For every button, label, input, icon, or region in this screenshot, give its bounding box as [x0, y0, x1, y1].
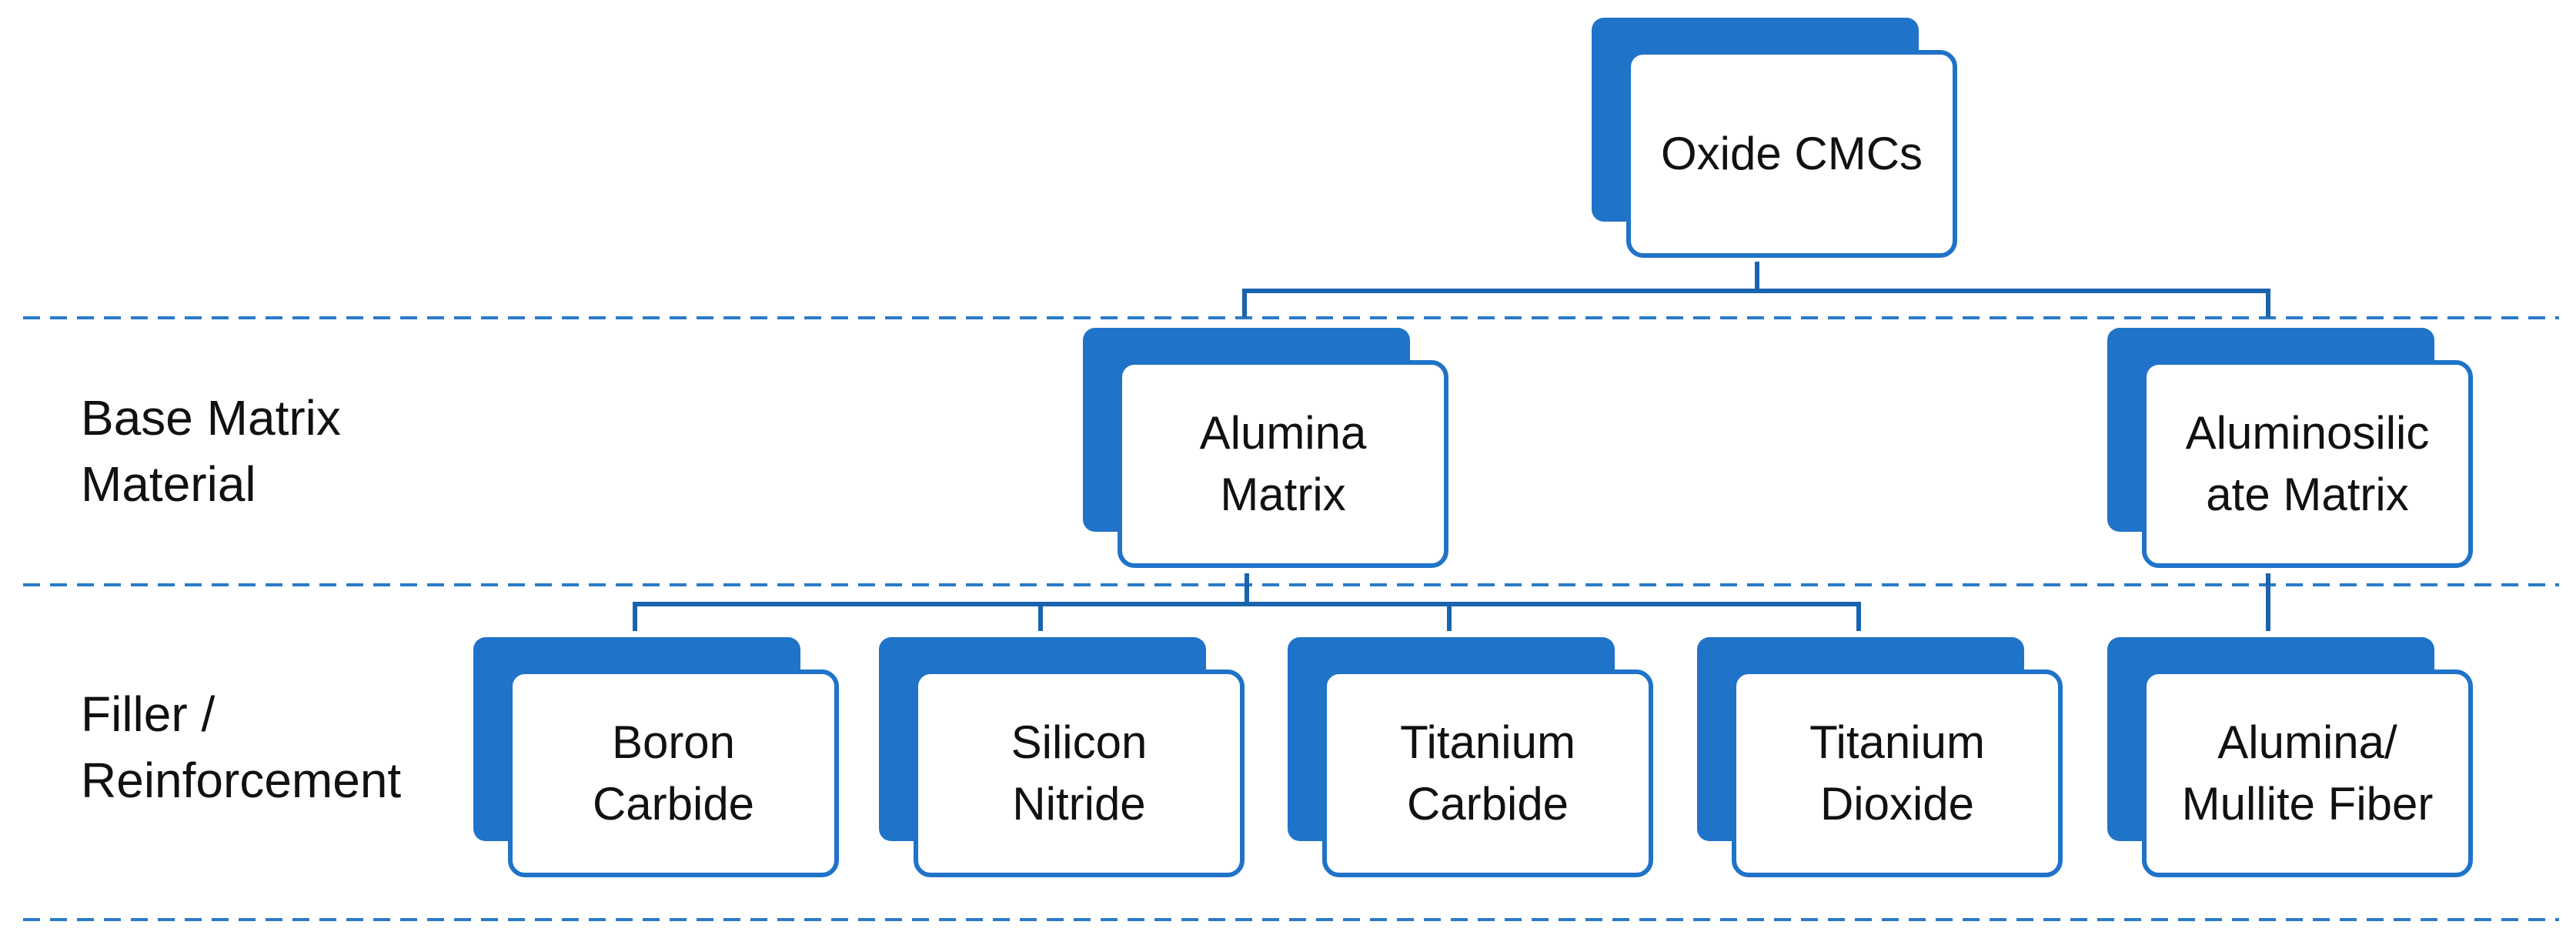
node-label: Oxide CMCs — [1626, 50, 1957, 258]
connector-root-to-base — [1242, 262, 2270, 317]
node-label: Alumina/Mullite Fiber — [2142, 670, 2473, 877]
level-label-filler-reinforcement: Filler /Reinforcement — [81, 686, 402, 808]
node-alumina-mullite-fiber: Alumina/Mullite Fiber — [2107, 637, 2473, 877]
connector-alumina-to-fillers — [633, 573, 1861, 631]
node-oxide-cmcs: Oxide CMCs — [1592, 18, 1957, 258]
